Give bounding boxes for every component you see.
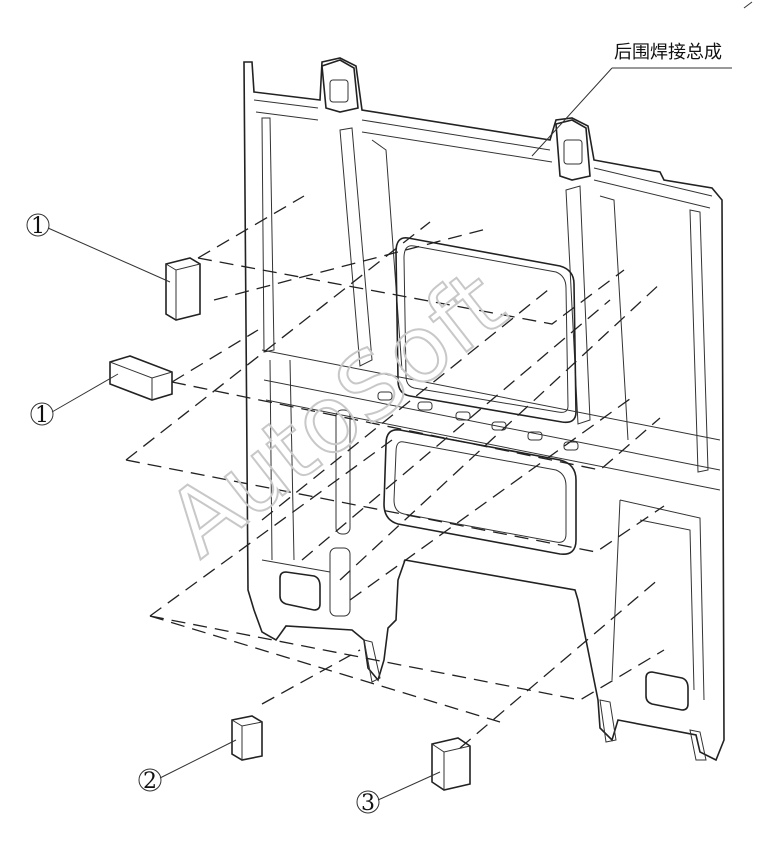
callout-circle-2 [138,768,162,792]
lower-left-cutout [279,571,321,611]
callout-label-3: 3 [361,791,375,816]
callout-circle-1a [26,213,50,237]
rear-panel-assembly [243,57,725,762]
right-lower-frame [611,499,705,701]
foam-block-2 [231,715,263,761]
assembly-title-label: 后围焊接总成 [614,42,722,63]
panel-outline [243,57,725,762]
callout-label-1b: 1 [35,403,49,428]
foam-block-3 [431,737,471,791]
left-pillar [261,117,275,353]
bottom-tab-right [599,699,617,743]
upper-window [395,236,577,424]
callout-label-1a: 1 [31,214,45,239]
left-slot [335,409,351,535]
top-rail [253,99,713,197]
bottom-tab-left [363,639,381,683]
top-hook-left [321,59,359,113]
callout-circle-1b [30,402,54,426]
lower-cutout [383,428,577,556]
corner-mark [743,1,753,9]
foam-block-1-upper [165,257,201,321]
leader-lines [47,67,732,801]
lower-right-cutout [645,671,689,711]
foam-block-1-lower [109,355,173,401]
top-hook-right [555,119,591,181]
assembly-guides [125,195,665,749]
callout-label-2: 2 [143,769,157,794]
right-pillar [565,185,591,425]
callout-circle-3 [356,790,380,814]
